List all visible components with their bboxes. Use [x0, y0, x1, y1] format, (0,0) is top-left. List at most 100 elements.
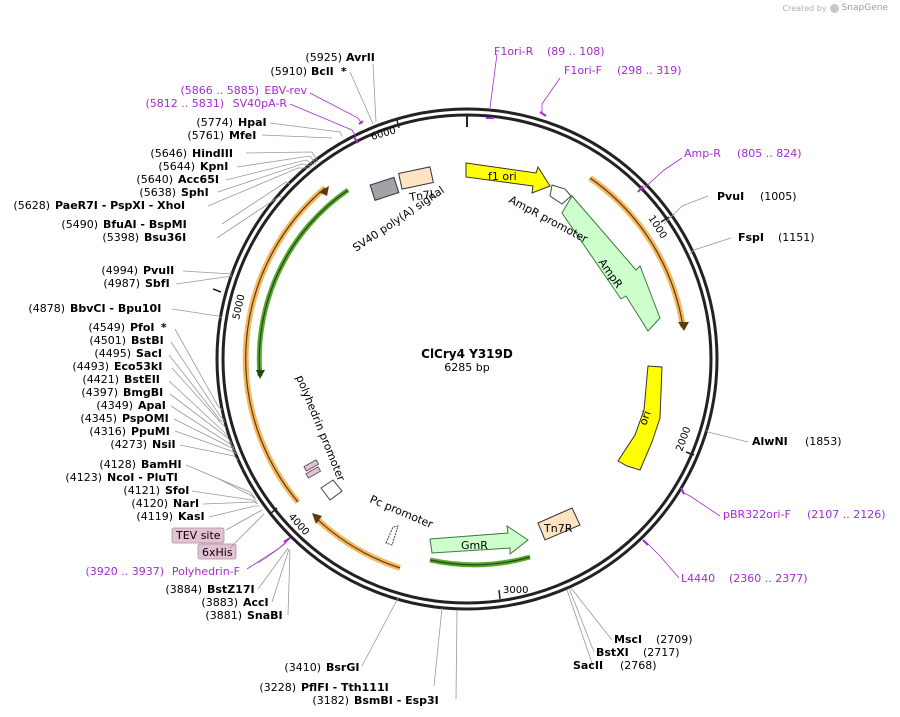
site-name: BstXI — [596, 646, 629, 659]
f1-ori-feature — [465, 162, 551, 194]
bottom-orf-arrow-icon — [312, 513, 322, 524]
credit-brand: SnapGene — [841, 3, 888, 13]
primer-range: (3920 .. 3937) — [85, 565, 164, 578]
site-name: Bsu36I — [144, 231, 186, 244]
site-pos: (2709) — [656, 633, 693, 646]
plasmid-name: ClCry4 Y319D — [421, 347, 513, 361]
gmr-feature — [429, 524, 529, 556]
right-leader-lines — [361, 195, 749, 700]
site-name: FspI — [738, 231, 764, 244]
site-pos: (4128) — [99, 458, 136, 471]
tick-2000: 2000 — [674, 425, 693, 453]
site-name: HindIII — [192, 147, 233, 160]
site-pos: (5925) — [305, 51, 342, 64]
site-pos: (4120) — [131, 497, 168, 510]
site-pos: (5490) — [61, 218, 98, 231]
primer-name: L4440 — [681, 572, 715, 585]
site-pos: (4273) — [110, 438, 147, 451]
right-site-labels: PvuI (1005) FspI (1151) AlwNI (1853) Msc… — [573, 190, 842, 672]
site-name: PfoI — [130, 321, 155, 334]
tev-site-label: TEV site — [175, 529, 221, 542]
site-pos: (5644) — [158, 160, 195, 173]
site-star: * — [337, 65, 347, 78]
left-orf-arrow-icon — [319, 186, 329, 196]
site-name: BclI — [311, 65, 334, 78]
tev-site-feature — [303, 459, 320, 472]
tick-5000: 5000 — [231, 293, 247, 320]
snapgene-credit: Created by SnapGene — [783, 3, 888, 13]
ampr-orf-arc-line — [589, 177, 684, 328]
site-name: PvuI — [717, 190, 744, 203]
site-pos: (5640) — [136, 173, 173, 186]
f1-ori-label: f1 ori — [488, 170, 517, 183]
site-pos: (4878) — [28, 302, 65, 315]
gmr-label: GmR — [461, 539, 488, 552]
site-name: NcoI - PluTI — [107, 471, 178, 484]
site-pos: (3410) — [284, 661, 321, 674]
primer-glyphs — [283, 111, 685, 546]
left-orf-arc-line — [245, 187, 326, 503]
site-pos: (3883) — [201, 596, 238, 609]
site-pos: (3182) — [312, 694, 349, 707]
site-pos: (3884) — [165, 583, 202, 596]
site-name: MfeI — [229, 129, 256, 142]
sv40-polya-feature — [369, 176, 400, 201]
pc-promoter-feature — [385, 525, 399, 546]
site-name: BmgBI — [123, 386, 163, 399]
site-name: BbvCI - Bpu10I — [70, 302, 161, 315]
site-star: * — [157, 321, 167, 334]
site-name: SnaBI — [247, 609, 283, 622]
site-pos: (4345) — [80, 412, 117, 425]
site-name: SphI — [181, 186, 209, 199]
site-name: BfuAI - BspMI — [103, 218, 187, 231]
bottom-site-labels: (3410) BsrGI (3228) PflFI - Tth111I (318… — [259, 661, 438, 707]
site-pos: (4121) — [123, 484, 160, 497]
left-green-arc — [256, 187, 350, 377]
left-leader-lines — [168, 63, 377, 616]
pc-promoter-label: Pc promoter — [368, 493, 435, 531]
primer-name: Polyhedrin-F — [172, 565, 240, 578]
polyhedrin-promoter-label: polyhedrin promoter — [293, 373, 348, 483]
site-name: Eco53kI — [114, 360, 162, 373]
site-name: SbfI — [145, 277, 170, 290]
site-name: BamHI — [141, 458, 182, 471]
ampr-promoter-feature — [549, 184, 572, 205]
site-pos: (4397) — [81, 386, 118, 399]
site-name: PaeR7I - PspXI - XhoI — [55, 199, 185, 212]
site-pos: (4549) — [88, 321, 125, 334]
site-pos: (3228) — [259, 681, 296, 694]
primer-name: Amp-R — [684, 147, 721, 160]
site-pos: (3881) — [205, 609, 242, 622]
site-pos: (2717) — [643, 646, 680, 659]
site-pos: (5646) — [150, 147, 187, 160]
site-pos: (4316) — [89, 425, 126, 438]
site-pos: (5774) — [196, 116, 233, 129]
primer-range: (298 .. 319) — [617, 64, 682, 77]
primer-range: (2107 .. 2126) — [807, 508, 886, 521]
ampr-orf-arrow-icon — [678, 322, 689, 331]
site-pos: (5638) — [139, 186, 176, 199]
site-pos: (5628) — [13, 199, 50, 212]
site-pos: (4123) — [65, 471, 102, 484]
plasmid-length: 6285 bp — [444, 361, 489, 374]
site-pos: (1853) — [805, 435, 842, 448]
site-name: AccI — [243, 596, 269, 609]
site-name: KasI — [178, 510, 205, 523]
site-pos: (5910) — [270, 65, 307, 78]
site-pos: (4119) — [136, 510, 173, 523]
primer-name: pBR322ori-F — [723, 508, 791, 521]
site-name: PspOMI — [122, 412, 169, 425]
site-name: BstEII — [124, 373, 160, 386]
site-name: KpnI — [200, 160, 228, 173]
primer-range: (805 .. 824) — [737, 147, 802, 160]
ori-label: ori — [637, 409, 654, 427]
his-tag-feature — [305, 466, 322, 479]
primer-name: F1ori-F — [564, 64, 602, 77]
site-name: BstZ17I — [207, 583, 255, 596]
site-name: PpuMI — [131, 425, 170, 438]
primer-range: (5866 .. 5885) — [180, 84, 259, 97]
primer-range: (89 .. 108) — [547, 45, 605, 58]
primer-name: SV40pA-R — [233, 97, 288, 110]
site-name: BstBI — [131, 334, 164, 347]
